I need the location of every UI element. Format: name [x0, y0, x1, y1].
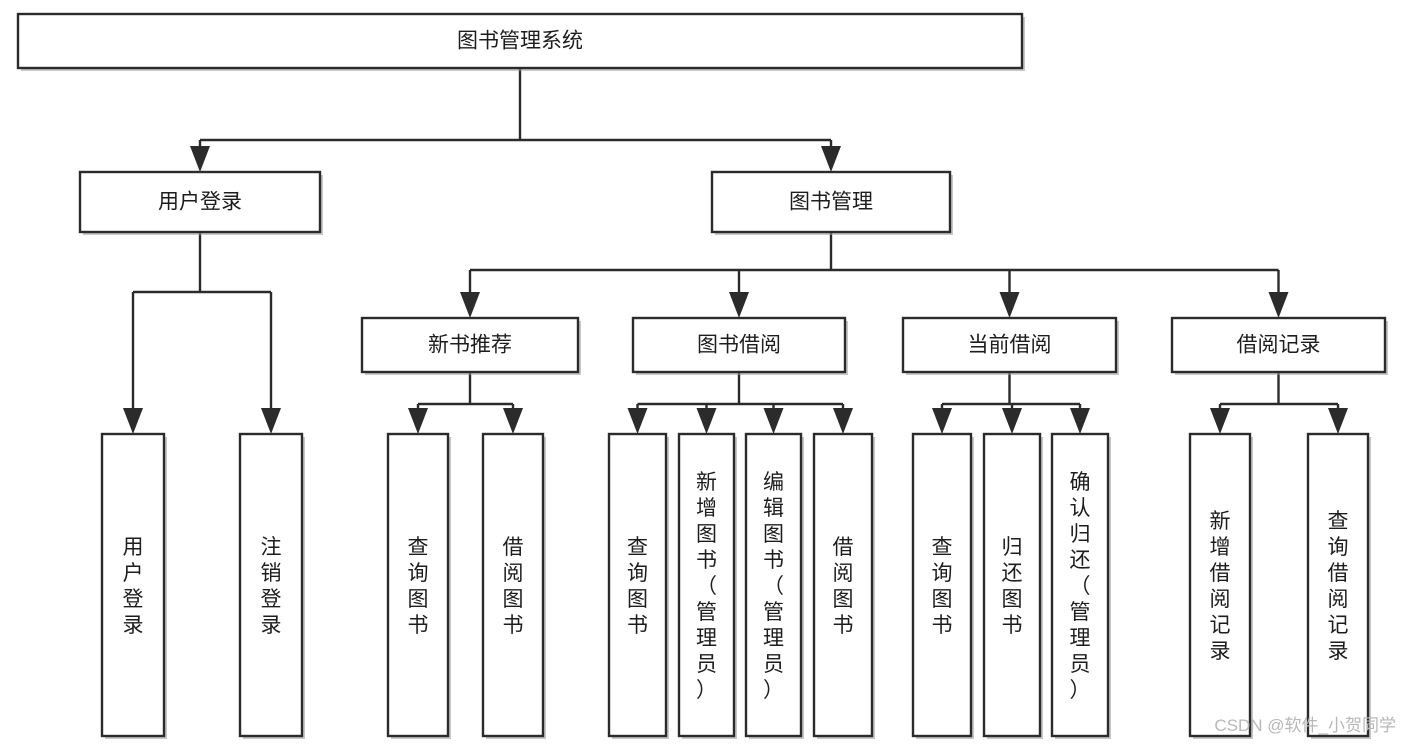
node-leaf-query-book-borrow[interactable]: 查询图书 [607, 432, 669, 739]
edge-arrowhead [999, 292, 1020, 318]
node-leaf-query-book-rec[interactable]: 查询图书 [386, 432, 451, 739]
node-leaf-user-logout[interactable]: 注销登录 [238, 432, 305, 739]
node-box[interactable] [1050, 432, 1110, 738]
edge-arrowhead [729, 292, 749, 318]
node-leaf-add-record[interactable]: 新增借阅记录 [1188, 432, 1253, 739]
node-label: 查询借阅记录 [1328, 510, 1349, 663]
edge-group-root [190, 68, 841, 172]
node-box[interactable] [710, 170, 952, 234]
node-box[interactable] [16, 12, 1024, 70]
node-book-borrow[interactable]: 图书借阅 [631, 316, 848, 375]
edge-arrowhead [1070, 408, 1090, 434]
node-box[interactable] [1306, 432, 1370, 738]
node-label: 图书借阅 [697, 334, 781, 357]
edge-group-current-borrow [932, 372, 1090, 434]
edge-arrowhead [460, 292, 480, 318]
node-leaf-borrow-book-rec[interactable]: 借阅图书 [481, 432, 546, 739]
node-box[interactable] [78, 170, 322, 234]
node-user-login[interactable]: 用户登录 [78, 170, 323, 235]
node-label: 查询图书 [627, 536, 648, 637]
node-borrow-records[interactable]: 借阅记录 [1170, 316, 1388, 375]
edge-arrowhead [190, 146, 210, 172]
node-box[interactable] [1170, 316, 1387, 374]
edge-arrowhead [833, 408, 853, 434]
node-box[interactable] [238, 432, 304, 738]
edge-arrowhead [1268, 292, 1289, 318]
nodes-layer: 图书管理系统用户登录图书管理新书推荐图书借阅当前借阅借阅记录用户登录注销登录查询… [16, 12, 1388, 739]
edge-arrowhead [261, 408, 281, 434]
edge-group-book-borrow [627, 372, 853, 434]
node-box[interactable] [386, 432, 450, 738]
node-label: 确认归还（管理员） [1070, 471, 1091, 702]
node-box[interactable] [631, 316, 847, 374]
node-box[interactable] [901, 316, 1118, 374]
node-label: 新增图书（管理员） [696, 471, 717, 702]
node-label: 用户登录 [158, 191, 242, 214]
edge-arrowhead [1328, 408, 1348, 434]
node-label: 借阅图书 [833, 536, 854, 637]
node-label: 用户登录 [123, 536, 144, 637]
node-box[interactable] [982, 432, 1042, 738]
edge-arrowhead [1210, 408, 1230, 434]
node-box[interactable] [1188, 432, 1252, 738]
node-box[interactable] [677, 432, 736, 738]
edge-group-borrow-records [1210, 372, 1348, 434]
node-label: 归还图书 [1002, 536, 1023, 637]
edge-arrowhead [1002, 408, 1022, 434]
node-leaf-borrow-book[interactable]: 借阅图书 [812, 432, 875, 739]
edge-arrowhead [763, 408, 784, 434]
edge-group-new-book-recommend [408, 372, 523, 434]
node-box[interactable] [481, 432, 545, 738]
node-leaf-query-record[interactable]: 查询借阅记录 [1306, 432, 1371, 739]
node-label: 图书管理 [789, 191, 873, 214]
node-leaf-query-book-current[interactable]: 查询图书 [911, 432, 974, 739]
node-label: 新书推荐 [428, 334, 512, 357]
node-box[interactable] [607, 432, 668, 738]
node-box[interactable] [100, 432, 166, 738]
edge-group-book-management [460, 232, 1289, 318]
edge-arrowhead [503, 408, 523, 434]
node-new-book-recommend[interactable]: 新书推荐 [360, 316, 581, 375]
node-book-management[interactable]: 图书管理 [710, 170, 953, 235]
node-label: 新增借阅记录 [1210, 510, 1231, 663]
edges-layer [123, 68, 1348, 434]
edge-arrowhead [821, 146, 841, 172]
node-leaf-confirm-return[interactable]: 确认归还（管理员） [1050, 432, 1111, 739]
node-label: 借阅图书 [503, 536, 524, 637]
node-label: 查询图书 [408, 536, 429, 637]
watermark-label: CSDN @软件_小贺同学 [1214, 716, 1396, 735]
node-current-borrow[interactable]: 当前借阅 [901, 316, 1119, 375]
node-label: 借阅记录 [1237, 334, 1321, 357]
edge-arrowhead [932, 408, 952, 434]
node-label: 图书管理系统 [457, 30, 583, 53]
node-root[interactable]: 图书管理系统 [16, 12, 1025, 71]
node-box[interactable] [360, 316, 580, 374]
node-label: 查询图书 [932, 536, 953, 637]
node-box[interactable] [812, 432, 874, 738]
node-label: 注销登录 [261, 536, 282, 637]
edge-group-user-login [123, 232, 281, 434]
node-leaf-edit-book[interactable]: 编辑图书（管理员） [744, 432, 804, 739]
node-box[interactable] [911, 432, 973, 738]
edge-arrowhead [627, 408, 648, 434]
edge-arrowhead [696, 408, 717, 434]
node-leaf-return-book[interactable]: 归还图书 [982, 432, 1043, 739]
node-leaf-add-book[interactable]: 新增图书（管理员） [677, 432, 737, 739]
node-label: 当前借阅 [968, 334, 1052, 357]
edge-arrowhead [123, 408, 143, 434]
node-label: 编辑图书（管理员） [763, 471, 784, 702]
edge-arrowhead [408, 408, 428, 434]
node-leaf-user-login[interactable]: 用户登录 [100, 432, 167, 739]
node-box[interactable] [744, 432, 803, 738]
